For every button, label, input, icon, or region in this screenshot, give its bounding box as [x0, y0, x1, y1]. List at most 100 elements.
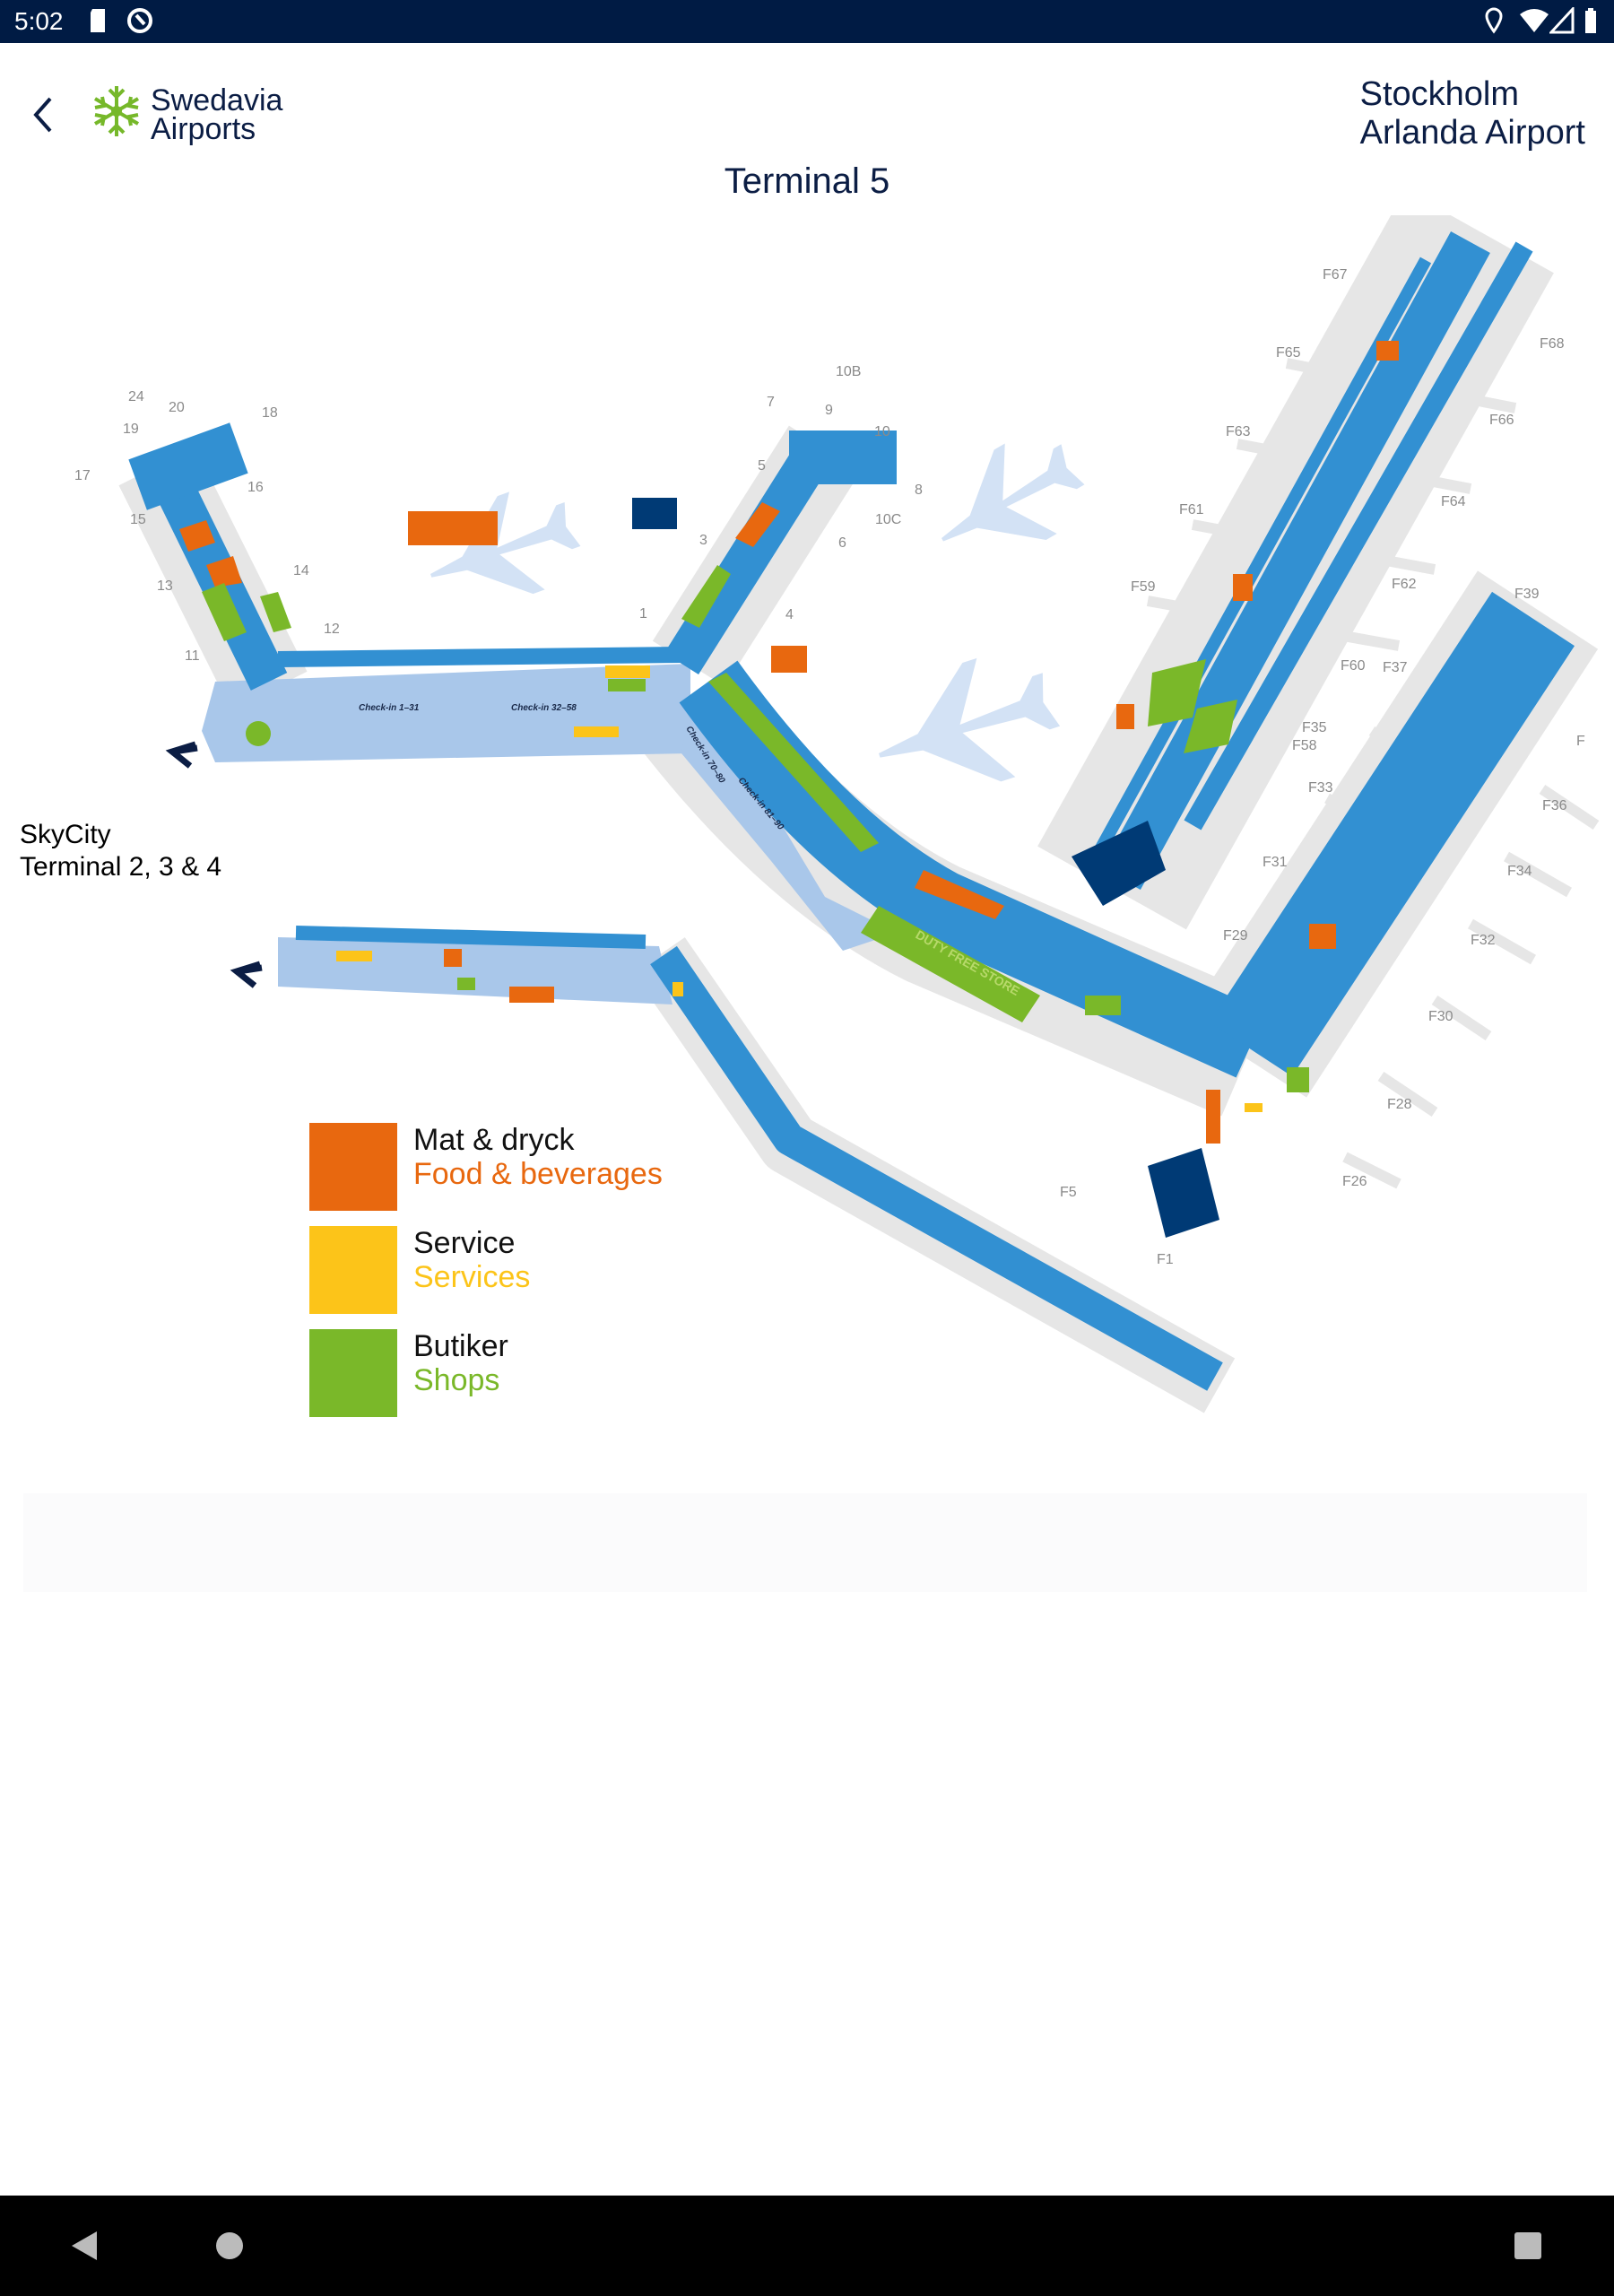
gate-label: 10B [836, 364, 861, 379]
gate-label: F37 [1383, 660, 1408, 675]
gate-label: F68 [1540, 336, 1565, 352]
empty-panel [23, 1493, 1587, 1592]
legend-service-en: Services [413, 1260, 531, 1294]
airplane-icon [412, 474, 591, 625]
gate-label: F5 [1060, 1185, 1077, 1200]
legend-service-sv: Service [413, 1226, 516, 1260]
gate-label: 5 [758, 458, 766, 474]
airport-line-2: Arlanda Airport [1359, 114, 1585, 152]
gate-label: 20 [169, 400, 185, 415]
location-icon [1485, 7, 1503, 34]
logo-line-2: Airports [151, 112, 256, 146]
gate-label: 11 [185, 648, 200, 664]
skycity-hall [278, 937, 672, 1004]
dark-room [1072, 821, 1166, 906]
gate-label: 4 [785, 607, 794, 622]
gate-label: 18 [262, 405, 278, 421]
gate-label: F67 [1323, 267, 1348, 283]
legend-food-sv: Mat & dryck [413, 1123, 575, 1157]
gate-label: 9 [825, 403, 833, 418]
legend-swatch-shops [309, 1329, 397, 1417]
gate-label: F62 [1392, 577, 1417, 592]
airport-line-1: Stockholm [1359, 75, 1520, 113]
gate-label: 24 [128, 389, 144, 404]
legend-shops-sv: Butiker [413, 1329, 508, 1363]
corridors [147, 230, 1575, 1391]
checkin-label: Check-in 32–58 [511, 703, 577, 713]
gate-label: 16 [247, 480, 264, 495]
gate-label: 12 [324, 622, 340, 637]
gate-label: F35 [1302, 720, 1327, 735]
legend-food-en: Food & beverages [413, 1157, 663, 1191]
page-title: Terminal 5 [724, 161, 890, 201]
checkin-hall [202, 664, 690, 762]
gate-label: F34 [1507, 864, 1532, 879]
nav-recents-icon[interactable] [1514, 2231, 1542, 2260]
gate-label: F58 [1292, 738, 1317, 753]
gate-label: F64 [1441, 494, 1466, 509]
gate-label: F32 [1471, 933, 1496, 948]
gate-label: F63 [1226, 424, 1251, 439]
gate-label: 6 [838, 535, 846, 551]
logo-text: Swedavia Airports [151, 83, 283, 146]
legend-swatch-service [309, 1226, 397, 1314]
gate-label: 1 [639, 606, 647, 622]
gate-labels: 24 20 18 19 17 16 15 14 13 12 11 1 3 4 5… [74, 267, 1585, 1267]
sd-card-icon [91, 9, 105, 32]
gate-label: F59 [1131, 579, 1156, 595]
gate-label: 8 [915, 483, 923, 498]
battery-icon [1585, 8, 1596, 33]
gate-label: F1 [1157, 1252, 1174, 1267]
airport-name: Stockholm Arlanda Airport [1360, 75, 1585, 152]
legend-swatch-food [309, 1123, 397, 1211]
back-button[interactable] [25, 90, 65, 140]
gate-label: F39 [1514, 587, 1540, 602]
gate-cluster-1-10 [789, 430, 897, 484]
arrow-left-icon [165, 741, 198, 769]
navigation-bar [0, 2196, 1614, 2296]
nav-back-icon[interactable] [70, 2230, 100, 2262]
gate-label: 17 [74, 468, 91, 483]
gate-label: 3 [699, 533, 707, 548]
nav-home-icon[interactable] [215, 2231, 244, 2260]
arrow-left-icon [230, 961, 263, 988]
gate-label: 10 [874, 424, 890, 439]
logo-line-1: Swedavia [151, 83, 283, 117]
gate-label: F28 [1387, 1097, 1412, 1112]
skycity-label-2: Terminal 2, 3 & 4 [20, 852, 221, 882]
gate-label: F36 [1542, 798, 1567, 813]
gate-cluster-11-24 [128, 422, 248, 510]
snowflake-logo-icon [93, 86, 140, 136]
gate-label: 14 [293, 563, 309, 578]
gate-label: F31 [1263, 855, 1288, 870]
dark-room [1148, 1148, 1219, 1238]
checkin-label: Check-in 1–31 [359, 703, 420, 713]
gate-label: F66 [1489, 413, 1514, 428]
gate-label: 19 [123, 422, 139, 437]
poi-blocks [179, 341, 1399, 1144]
gate-label: 7 [767, 395, 775, 410]
gate-label: 15 [130, 512, 146, 527]
signal-icon [1549, 7, 1575, 34]
gate-label: F30 [1428, 1009, 1453, 1024]
gate-label: F26 [1342, 1174, 1367, 1189]
sync-icon [127, 8, 152, 33]
airplane-icon [860, 639, 1071, 815]
skycity-label-1: SkyCity [20, 820, 111, 849]
wifi-icon [1520, 9, 1549, 32]
status-bar: 5:02 [0, 0, 1614, 43]
gate-label: 13 [157, 578, 173, 594]
gate-label: F29 [1223, 928, 1248, 944]
legend-shops-en: Shops [413, 1363, 500, 1397]
airplane-icon [916, 419, 1099, 585]
status-time: 5:02 [14, 7, 64, 35]
gate-label: F33 [1308, 780, 1333, 796]
gate-label: F65 [1276, 345, 1301, 361]
gate-label: F60 [1341, 658, 1366, 674]
app-header: Swedavia Airports Stockholm Arlanda Airp… [0, 43, 1614, 222]
gate-label: 10C [875, 512, 901, 527]
dark-room [632, 498, 677, 529]
swedavia-logo: Swedavia Airports [91, 84, 289, 147]
gate-label: F [1576, 734, 1585, 749]
terminal-map[interactable]: 24 20 18 19 17 16 15 14 13 12 11 1 3 4 5… [0, 215, 1614, 1453]
